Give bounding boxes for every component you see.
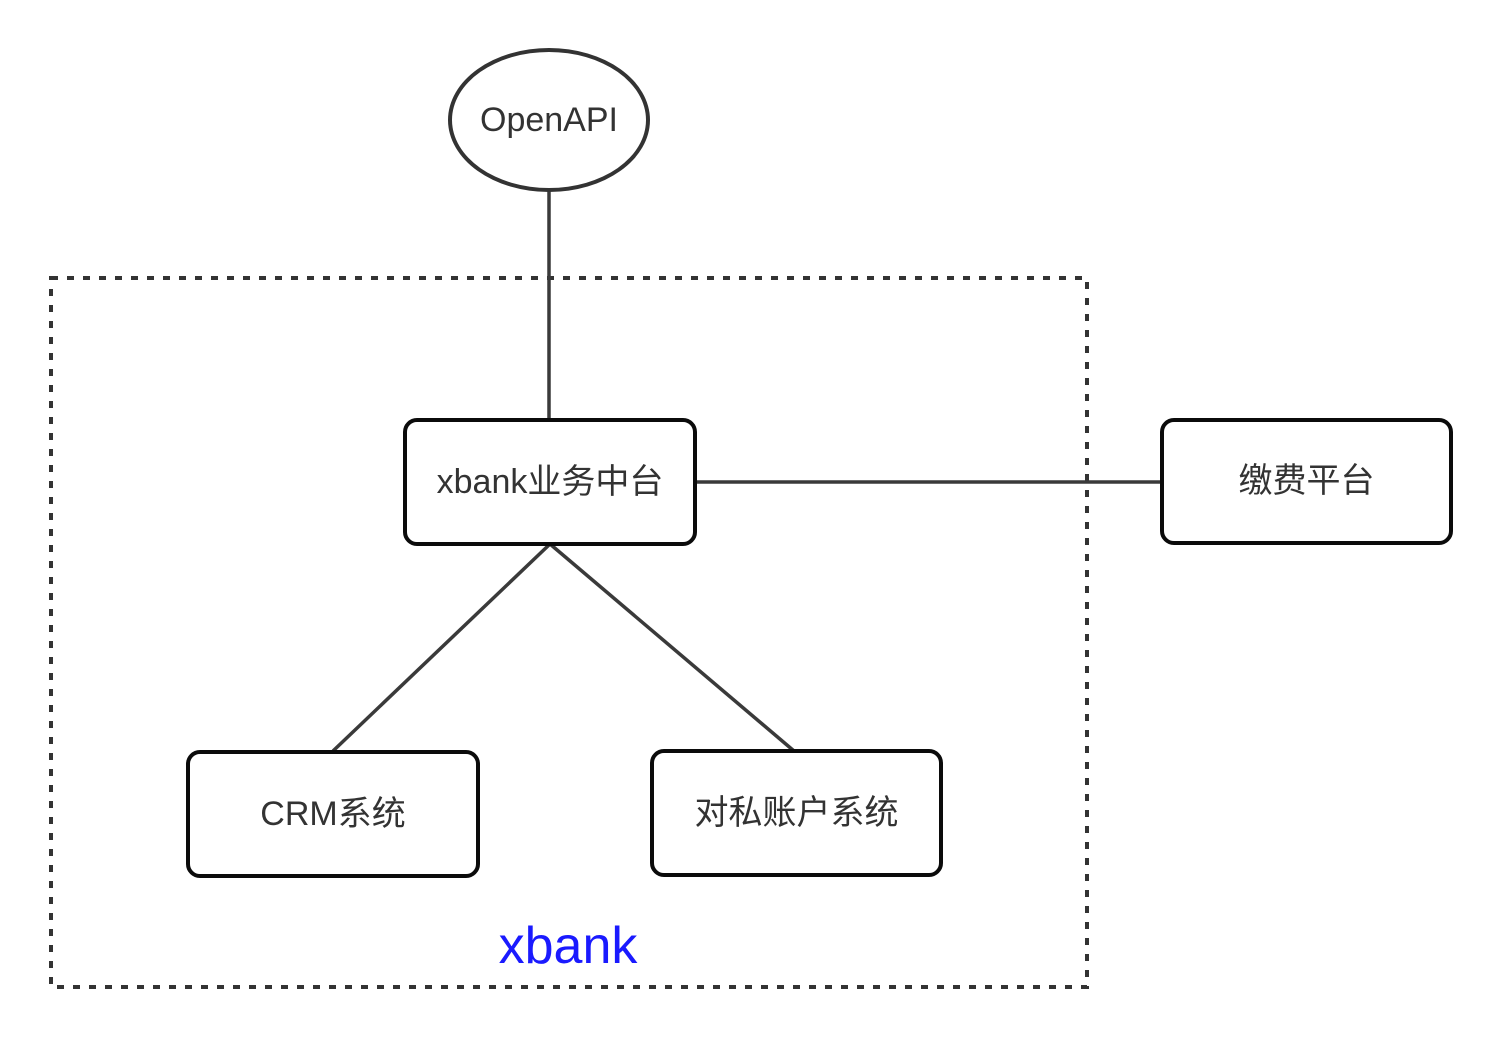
node-crm-system: CRM系统 (186, 750, 480, 878)
edge-xbank-platform-to-personal-account-system (548, 542, 796, 753)
node-crm-system-label: CRM系统 (260, 794, 406, 833)
node-openapi: OpenAPI (448, 48, 650, 192)
node-openapi-label: OpenAPI (480, 100, 618, 139)
node-personal-account-system: 对私账户系统 (650, 749, 943, 877)
node-personal-account-system-label: 对私账户系统 (694, 793, 899, 832)
node-xbank-platform: xbank业务中台 (403, 418, 697, 546)
edge-xbank-platform-to-crm-system (331, 542, 552, 753)
xbank-group-boundary (49, 276, 1089, 989)
xbank-group-label: xbank (498, 917, 638, 975)
node-xbank-platform-label: xbank业务中台 (436, 462, 664, 501)
node-payment-platform-label: 缴费平台 (1238, 462, 1375, 501)
node-payment-platform: 缴费平台 (1160, 418, 1453, 545)
